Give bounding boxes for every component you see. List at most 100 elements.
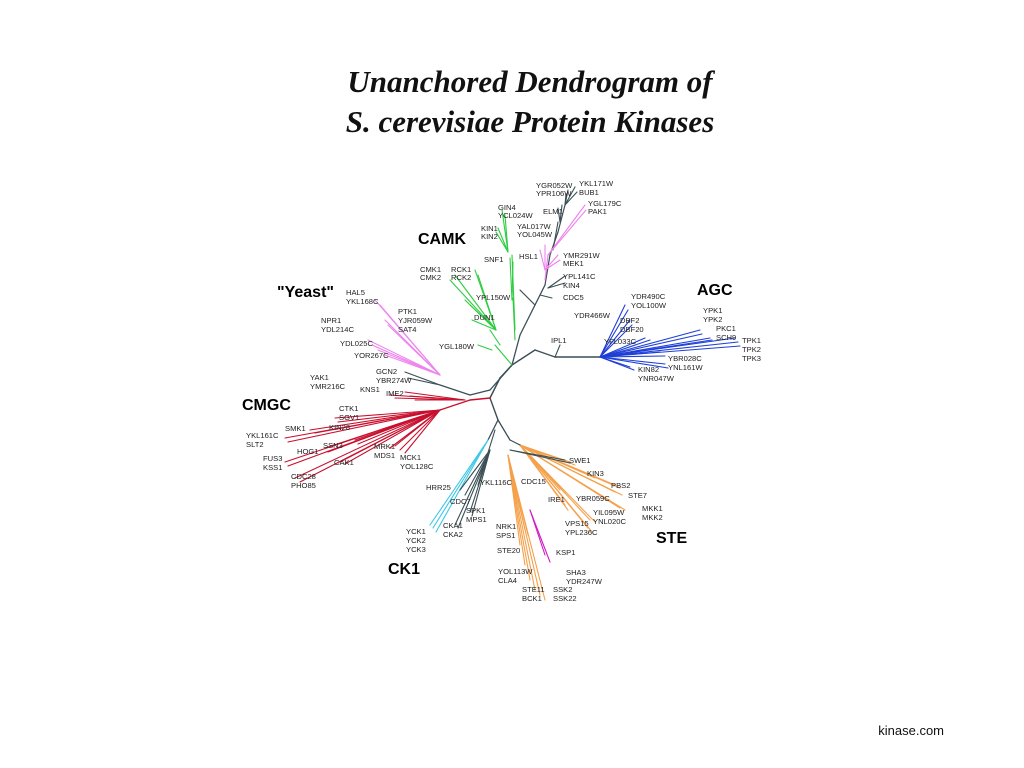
leaf-branch [497,227,509,253]
leaf-branch [519,444,569,511]
leaf-branch [387,324,441,376]
tree-branch [534,349,556,358]
leaf-label-swe1: SWE1 [569,456,591,465]
leaf-label-ypl150w: YPL150W [476,293,511,302]
footer-source: kinase.com [878,723,944,738]
leaf-label-cmk2: CMK2 [420,273,441,282]
leaf-label-kin1: KIN1 [481,224,498,233]
group-label-ste: STE [656,530,687,547]
leaf-branch [407,377,441,386]
leaf-label-cka2: CKA2 [443,530,463,539]
leaf-branch [564,186,576,206]
leaf-branch [464,449,491,496]
leaf-label-ykl161c: YKL161C [246,431,279,440]
tree-branch [489,329,501,346]
tree-branch [557,204,566,233]
leaf-label-ire1: IRE1 [548,495,565,504]
leaf-label-kin82: KIN82 [638,365,659,374]
tree-branch [511,254,516,331]
leaf-branch [432,439,489,529]
leaf-branch [599,329,701,358]
leaf-label-sps1: SPS1 [496,531,515,540]
leaf-label-cak1: CAK1 [334,458,354,467]
leaf-label-mkk2: MKK2 [642,513,663,522]
tree-branch [519,289,536,306]
leaf-label-kss1: KSS1 [263,463,282,472]
leaf-label-yak1: YAK1 [310,373,329,382]
leaf-label-ykl168c: YKL168C [346,297,379,306]
leaf-branch [599,339,651,358]
tree-branch [489,364,513,391]
leaf-label-tpk2: TPK2 [742,345,761,354]
leaf-label-cka1: CKA1 [443,521,463,530]
leaf-label-cdc7: CDC7 [450,497,471,506]
leaf-branch [547,209,587,256]
tree-branch [539,294,553,299]
title-line-1: Unanchored Dendrogram of [347,64,713,99]
leaf-label-mps1: MPS1 [466,515,487,524]
leaf-label-yck1: YCK1 [406,527,426,536]
title-line-2: S. cerevisiae Protein Kinases [345,104,715,139]
leaf-branch [501,209,509,253]
leaf-branch [529,509,551,563]
leaf-label-ptk1: PTK1 [398,307,417,316]
leaf-label-nrk1: NRK1 [496,522,516,531]
leaf-label-ybr059c: YBR059C [576,494,610,503]
tree-branch [469,397,491,401]
leaf-branch [519,444,623,496]
leaf-branch [477,344,493,351]
leaf-label-fus3: FUS3 [263,454,282,463]
leaf-branch [559,204,563,223]
leaf-label-ykl116c: YKL116C [480,478,512,487]
leaf-label-sgv1: SGV1 [339,413,359,422]
leaf-label-yor267c: YOR267C [354,351,389,360]
leaf-branch [547,275,566,289]
group-label-cmgc: CMGC [242,397,291,414]
leaf-label-tpk3: TPK3 [742,354,761,363]
leaf-label-ybr274w: YBR274W [376,376,412,385]
leaf-label-hsl1: HSL1 [519,252,538,261]
leaf-label-ksp1: KSP1 [556,548,575,557]
leaf-label-ynl161w: YNL161W [668,363,703,372]
leaf-label-gin4: GIN4 [498,203,516,212]
leaf-branch [435,439,489,533]
leaf-branch [299,409,441,483]
leaf-label-snf1: SNF1 [484,255,503,264]
leaf-label-ypr106w: YPR106W [536,189,572,198]
leaf-branch [394,397,466,401]
leaf-label-yol045w: YOL045W [517,230,553,239]
tree-branch [497,419,511,441]
leaf-branch [334,409,441,419]
leaf-branch [507,454,541,596]
leaf-branch [599,337,736,358]
leaf-label-cla4: CLA4 [498,576,517,585]
leaf-branch [287,409,441,467]
tree-branch [552,221,559,251]
leaf-label-kin28: KIN28 [329,423,350,432]
leaf-label-yil095w: YIL095W [593,508,625,517]
leaf-label-cdc28: CDC28 [291,472,316,481]
tree-branch [489,397,499,421]
leaf-branch [599,304,626,358]
tree-branch [511,334,521,366]
tree-branch [554,344,561,358]
tree-branch [469,389,491,396]
leaf-label-dbf2: DBF2 [620,316,639,325]
leaf-label-ctk1: CTK1 [339,404,358,413]
leaf-label-kin4: KIN4 [563,281,580,290]
leaf-label-cdc5: CDC5 [563,293,584,302]
tree-branch [439,384,471,396]
tree-branch [487,419,499,441]
leaf-label-ypk1: YPK1 [703,306,722,315]
leaf-branch [459,449,491,491]
leaf-branch [337,409,441,423]
leaf-label-pkc1: PKC1 [716,324,736,333]
leaf-branch [495,231,509,253]
leaf-label-ygl180w: YGL180W [439,342,475,351]
leaf-label-cmk1: CMK1 [420,265,441,274]
leaf-label-yfl033c: YFL033C [604,337,637,346]
leaf-label-ydl025c: YDL025C [340,339,373,348]
leaf-label-ssn3: SSN3 [323,441,343,450]
leaf-branch [599,355,666,358]
